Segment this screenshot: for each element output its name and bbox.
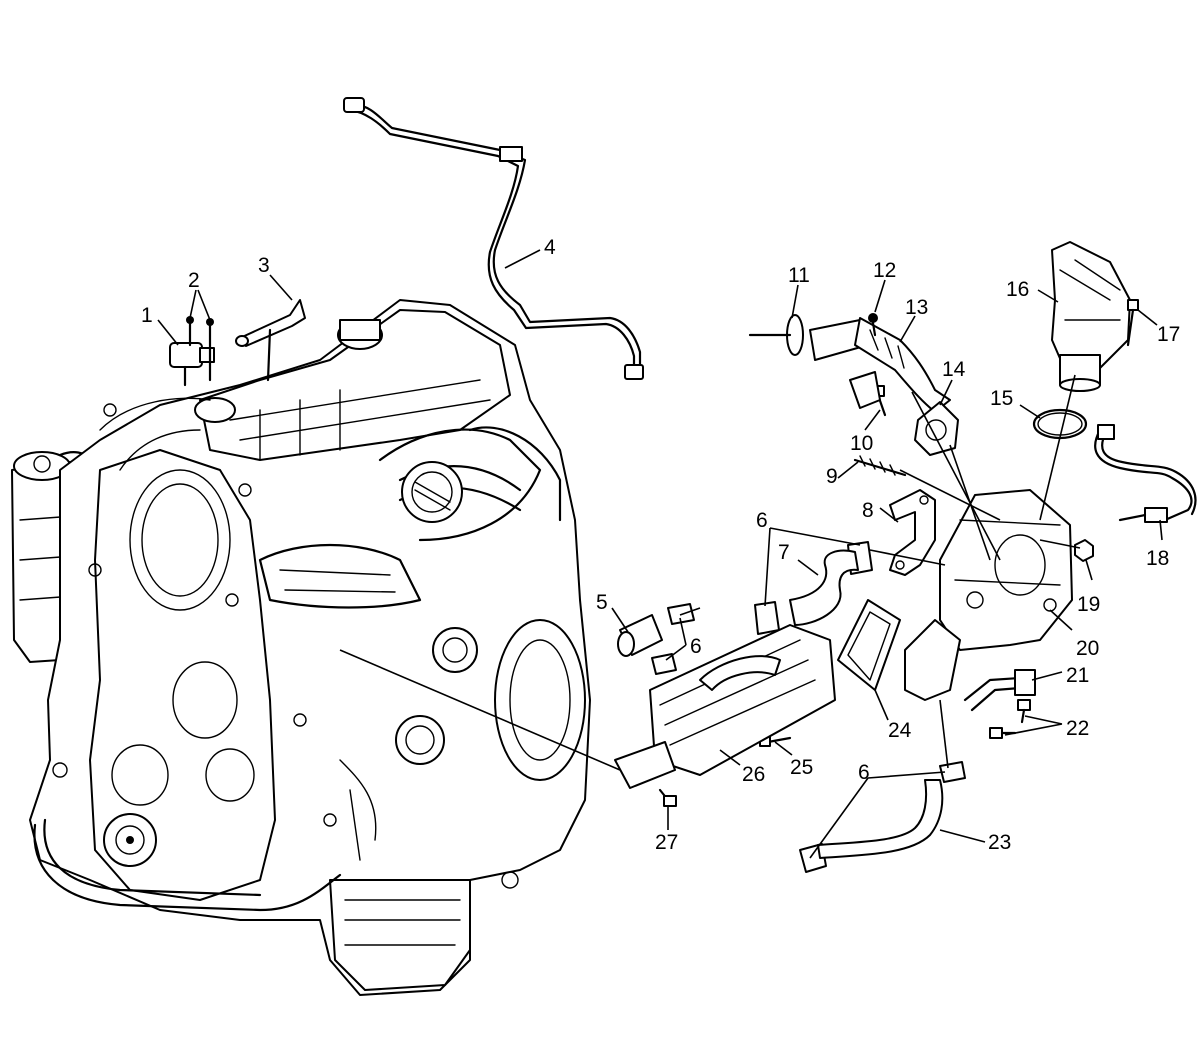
callout-9: 9 (826, 465, 838, 488)
callout-27: 27 (655, 831, 678, 854)
callout-22: 22 (1066, 717, 1089, 740)
part-21-pipe (963, 669, 1036, 712)
callout-2: 2 (188, 269, 200, 292)
part-22-bolts (989, 699, 1031, 739)
part-8-bracket (889, 489, 936, 576)
callout-7: 7 (778, 541, 790, 564)
part-27-bolt (658, 788, 677, 807)
leader-lines (157, 249, 1163, 859)
callout-11: 11 (788, 264, 810, 287)
callout-25: 25 (790, 756, 813, 779)
part-18-sensor (1094, 424, 1197, 523)
callout-6: 6 (756, 509, 768, 532)
oil-pan (329, 879, 471, 991)
callout-3: 3 (258, 254, 270, 277)
part-9-stud (853, 455, 907, 477)
callout-26: 26 (742, 763, 765, 786)
part-4-pipe (343, 97, 644, 380)
part-20-adapter (904, 489, 1073, 701)
engine-assembly (11, 299, 591, 996)
part-3-bracket (235, 299, 306, 382)
callout-19: 19 (1077, 593, 1100, 616)
part-7-hose (789, 549, 859, 626)
callout-23: 23 (988, 831, 1011, 854)
part-2-bolts (186, 316, 214, 382)
timing-cover (89, 449, 276, 901)
part-17-bolt (1126, 299, 1139, 347)
callout-20: 20 (1076, 637, 1099, 660)
callout-14: 14 (942, 358, 966, 381)
callout-12: 12 (873, 259, 896, 282)
callout-5: 5 (596, 591, 608, 614)
callout-15: 15 (990, 387, 1013, 410)
part-24-gasket (837, 599, 901, 691)
part-26-egr-cooler (614, 624, 836, 789)
callout-4: 4 (544, 236, 556, 259)
callout-24: 24 (888, 719, 912, 742)
callout-21: 21 (1066, 664, 1089, 687)
callout-labels: 1 2 3 4 5 6 6 6 7 8 9 10 11 12 13 14 15 … (141, 236, 1180, 854)
callout-1: 1 (141, 304, 153, 327)
callout-6: 6 (858, 761, 870, 784)
part-1-sensor (169, 342, 215, 387)
part-14-gasket (914, 401, 959, 456)
part-11-clamp (748, 314, 804, 356)
part-16-egr-valve (1051, 241, 1131, 392)
callout-16: 16 (1006, 278, 1029, 301)
part-19-nut (1074, 539, 1094, 562)
engine-bolts (52, 403, 519, 889)
callout-6: 6 (690, 635, 702, 658)
callout-18: 18 (1146, 547, 1169, 570)
callout-17: 17 (1157, 323, 1180, 346)
callout-10: 10 (850, 432, 873, 455)
part-5-coupling (617, 614, 663, 657)
part-23-hose (817, 779, 944, 859)
callout-8: 8 (862, 499, 874, 522)
callout-13: 13 (905, 296, 928, 319)
part-13-egr-pipe (809, 313, 951, 413)
